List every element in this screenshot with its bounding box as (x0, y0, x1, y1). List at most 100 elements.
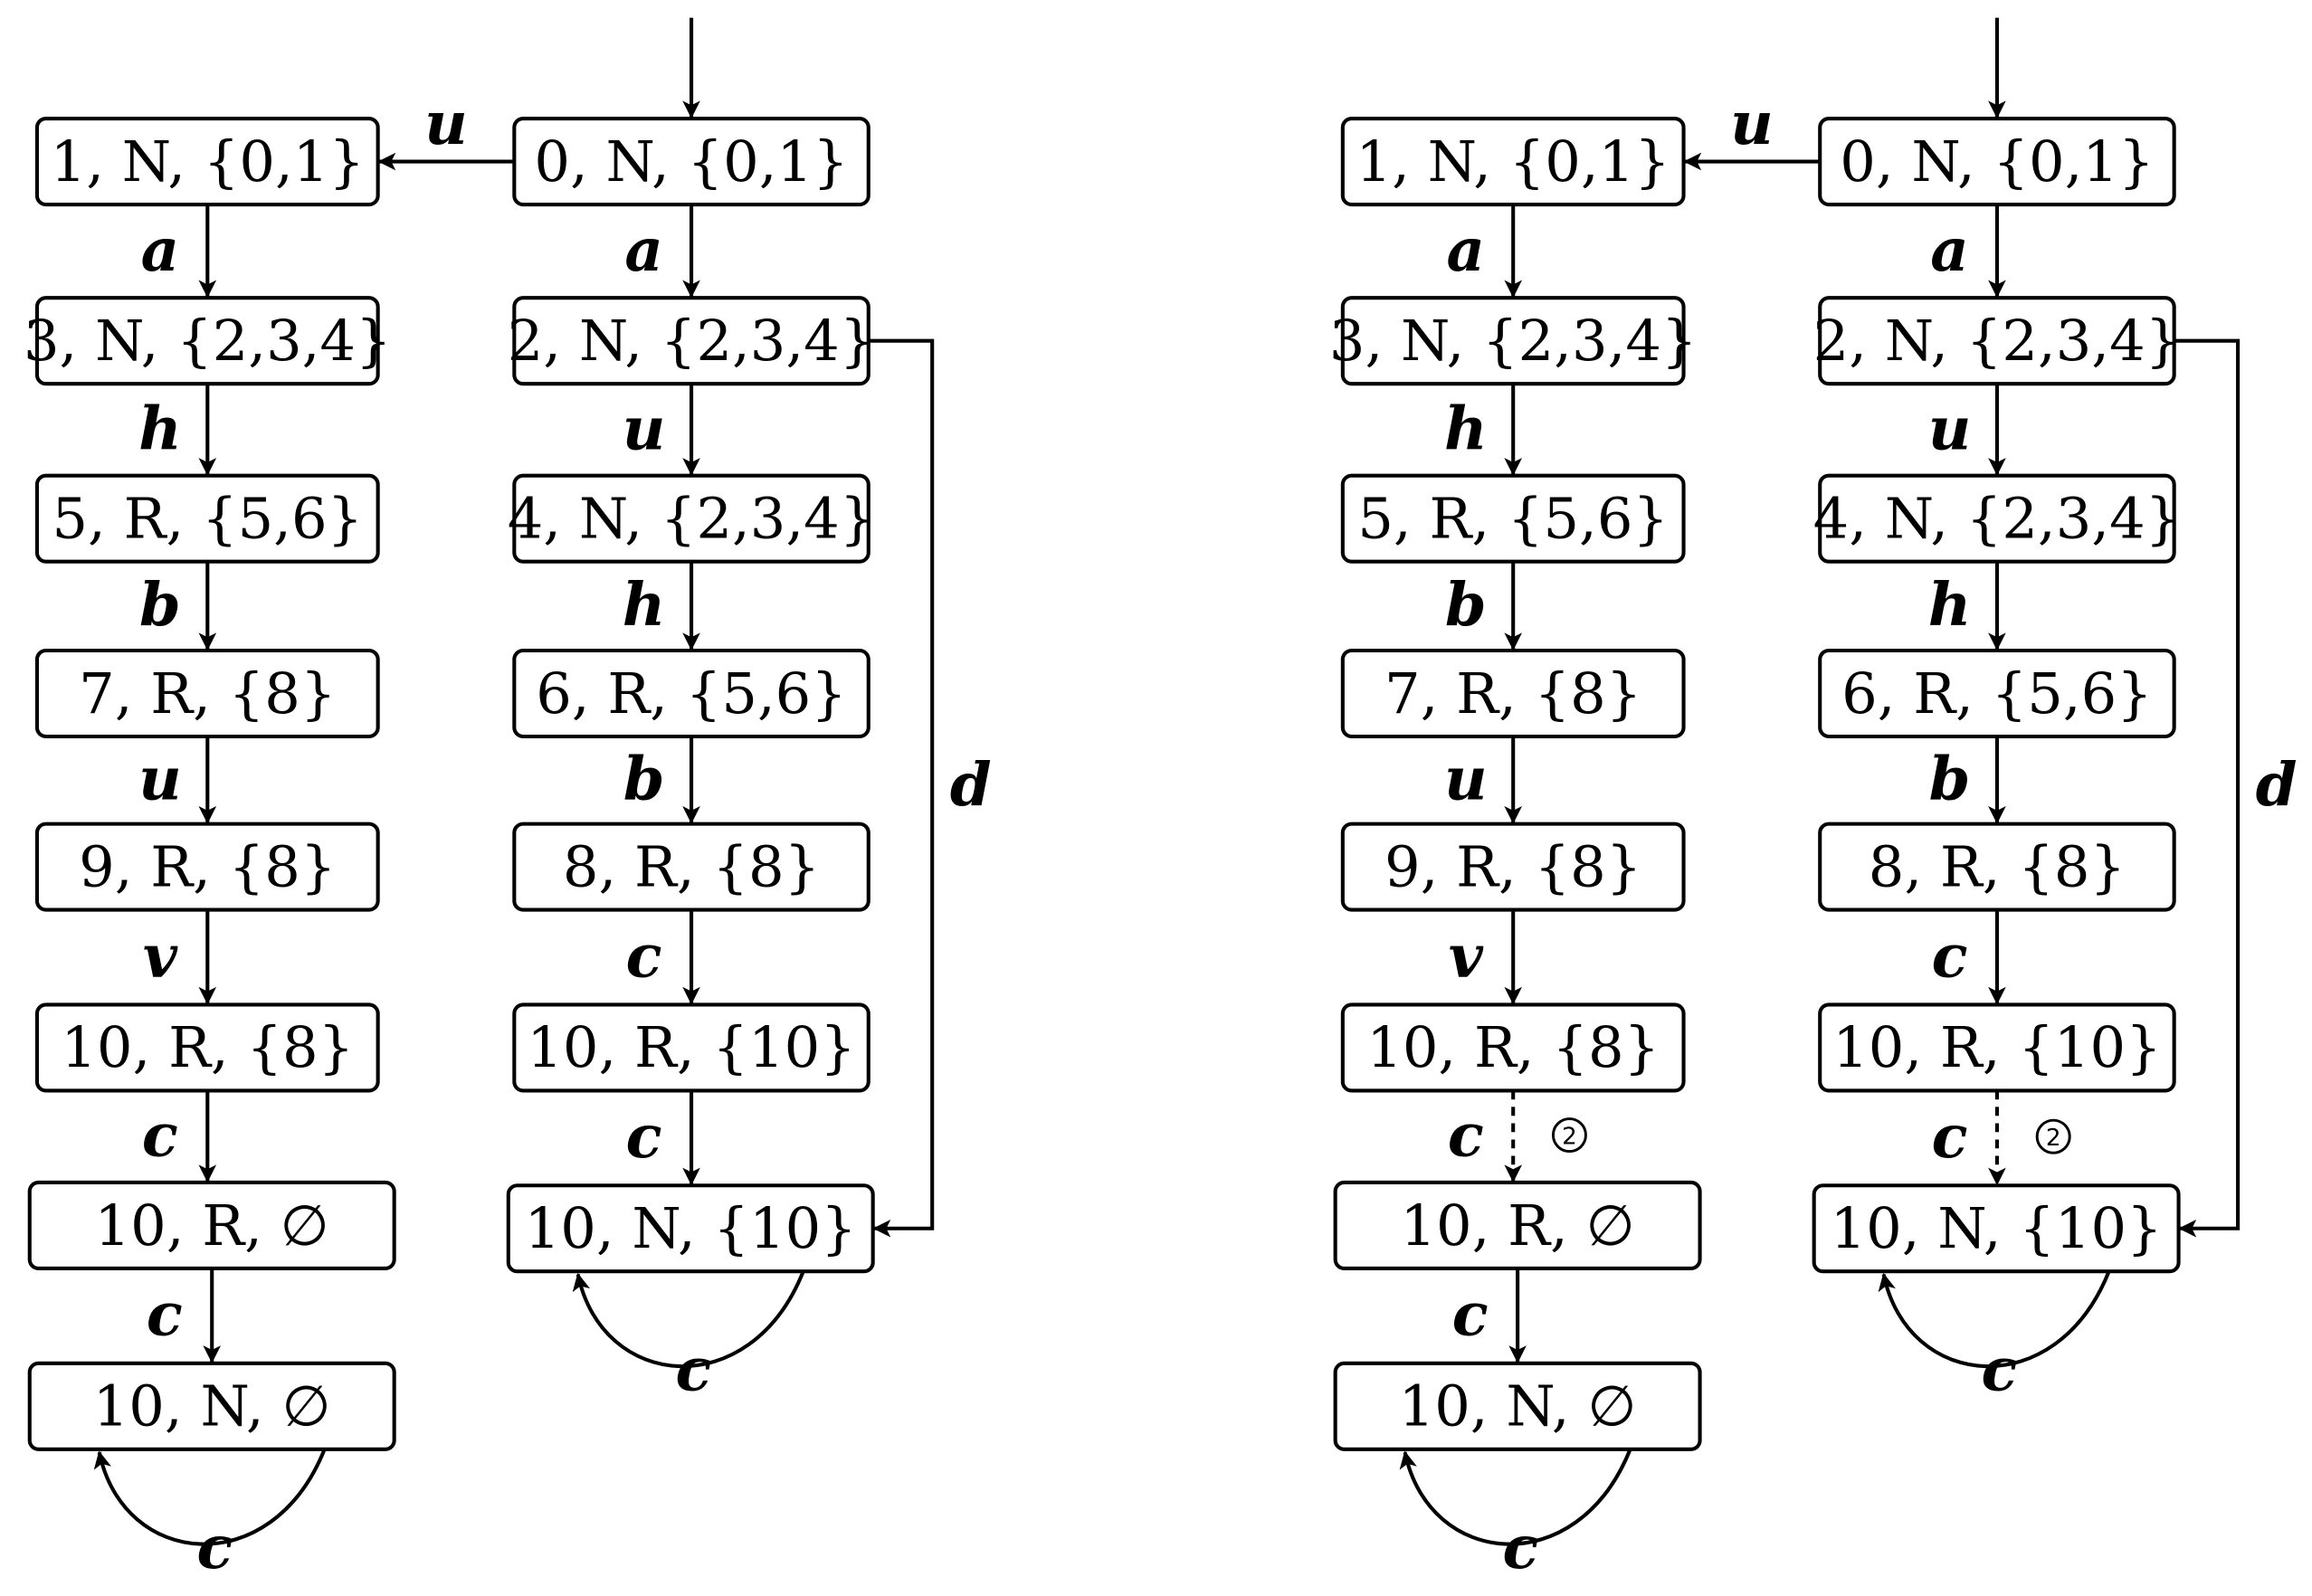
transition-label: v (143, 921, 178, 991)
state-node-r8: 8, R, {8} (1818, 822, 2176, 912)
transition-label: u (424, 89, 468, 158)
transition-l1-l3: a (1447, 204, 1523, 299)
transition-arrow (868, 338, 935, 1238)
transition-label: u (1730, 89, 1774, 158)
transition-r0-r2: a (624, 204, 700, 299)
transition-l10c-l10c: c (93, 1449, 327, 1582)
state-label: 9, R, {8} (1384, 833, 1641, 899)
transition-label: a (141, 215, 179, 285)
transition-l5-l7: b (1445, 561, 1523, 651)
transition-label: c (1932, 1102, 1968, 1172)
transition-label: v (1449, 921, 1484, 991)
transition-label: c (1932, 921, 1968, 991)
transition-r10b-r10b: c (1878, 1270, 2111, 1404)
state-label: 10, N, ∅ (1399, 1373, 1637, 1439)
transition-r0-l1: u (377, 89, 515, 171)
transition-l9-l10a: v (143, 909, 217, 1005)
transition-label: c (1981, 1335, 2017, 1404)
transition-r2-r4: u (623, 384, 700, 476)
state-node-r0: 0, N, {0,1} (512, 116, 871, 207)
state-node-l7: 7, R, {8} (1340, 648, 1686, 739)
state-node-l10b: 10, R, ∅ (27, 1180, 396, 1271)
state-node-r8: 8, R, {8} (512, 822, 871, 912)
transition-label: h (138, 394, 182, 463)
transition-l10a-l10b: 2c (1448, 1090, 1587, 1183)
state-node-r6: 6, R, {5,6} (1818, 648, 2176, 739)
self-loop-arrow (93, 1449, 327, 1546)
transition-arrow (2174, 338, 2241, 1238)
state-label: 5, R, {5,6} (52, 486, 363, 552)
state-node-r2: 2, N, {2,3,4} (1813, 296, 2182, 386)
transition-l3-l5: h (1444, 384, 1523, 476)
state-label: 10, R, {10} (527, 1014, 855, 1080)
state-label: 6, R, {5,6} (1841, 660, 2153, 727)
transition-l10c-l10c: c (1399, 1449, 1632, 1582)
state-label: 7, R, {8} (79, 660, 336, 727)
state-box (27, 1361, 396, 1451)
state-label: 10, N, ∅ (93, 1373, 331, 1439)
transition-r8-r10a: c (626, 909, 700, 1005)
state-node-l1: 1, N, {0,1} (1340, 116, 1686, 207)
state-label: 7, R, {8} (1384, 660, 1641, 727)
state-node-l1: 1, N, {0,1} (34, 116, 380, 207)
transition-l10b-l10c: c (147, 1268, 222, 1363)
state-node-l3: 3, N, {2,3,4} (24, 296, 392, 386)
self-loop-arrow (572, 1270, 805, 1369)
state-node-r4: 4, N, {2,3,4} (1813, 473, 2181, 564)
state-node-r10a: 10, R, {10} (512, 1002, 871, 1093)
state-label: 2, N, {2,3,4} (1813, 308, 2182, 374)
state-node-l10c: 10, N, ∅ (1333, 1361, 1702, 1451)
self-loop-arrow (1399, 1449, 1632, 1546)
state-node-l10a: 10, R, {8} (1340, 1002, 1686, 1093)
transition-l9-l10a: v (1449, 909, 1523, 1005)
transition-r2-r10b: d (2174, 338, 2298, 1238)
state-node-l9: 9, R, {8} (34, 822, 380, 912)
state-label: 5, R, {5,6} (1357, 486, 1669, 552)
transition-label: b (139, 570, 181, 640)
transition-label: c (142, 1100, 178, 1170)
state-label: 10, N, {10} (525, 1195, 857, 1261)
state-label: 4, N, {2,3,4} (508, 486, 876, 552)
state-label: 3, N, {2,3,4} (24, 308, 392, 374)
transition-label: a (1930, 215, 1968, 285)
transition-r4-r6: h (623, 561, 700, 651)
transition-r4-r6: h (1928, 561, 2006, 651)
transition-label: u (1444, 745, 1488, 814)
transition-r2-r4: u (1928, 384, 2006, 476)
transition-r6-r8: b (623, 736, 700, 824)
transition-label: h (1928, 570, 1972, 640)
state-node-r2: 2, N, {2,3,4} (508, 296, 875, 386)
state-label: 6, R, {5,6} (536, 660, 847, 727)
state-node-r0: 0, N, {0,1} (1818, 116, 2176, 207)
transition-r10a-r10b: 2c (1932, 1090, 2071, 1186)
state-label: 8, R, {8} (563, 833, 820, 899)
transition-label: a (1447, 215, 1485, 285)
transition-label: c (197, 1513, 233, 1582)
state-label: 10, R, ∅ (95, 1192, 329, 1259)
transition-l10b-l10c: c (1452, 1268, 1527, 1363)
transition-label: u (623, 394, 666, 463)
state-node-r6: 6, R, {5,6} (512, 648, 871, 739)
state-node-l10b: 10, R, ∅ (1333, 1180, 1702, 1271)
step-marker-circle (1551, 1117, 1587, 1154)
transition-label: b (1445, 570, 1487, 640)
transition-label: u (1928, 394, 1972, 463)
transition-r10b-r10b: c (572, 1270, 805, 1404)
transition-label: a (624, 215, 662, 285)
transition-label: d (2256, 750, 2298, 820)
transition-r0-r2: a (1930, 204, 2006, 299)
transition-r8-r10a: c (1932, 909, 2006, 1005)
transition-label: c (626, 921, 662, 991)
state-label: 10, R, {8} (61, 1014, 354, 1080)
transition-label: d (950, 750, 992, 820)
transition-r2-r10b: d (868, 338, 992, 1238)
state-node-l5: 5, R, {5,6} (34, 473, 380, 564)
transition-l7-l9: u (138, 736, 217, 824)
self-loop-arrow (1878, 1270, 2111, 1369)
transition-label: c (1502, 1513, 1538, 1582)
state-node-l10a: 10, R, {8} (34, 1002, 380, 1093)
diagram-2: 1, N, {0,1}3, N, {2,3,4}5, R, {5,6}7, R,… (1329, 17, 2298, 1582)
transition-label: c (1452, 1280, 1489, 1350)
